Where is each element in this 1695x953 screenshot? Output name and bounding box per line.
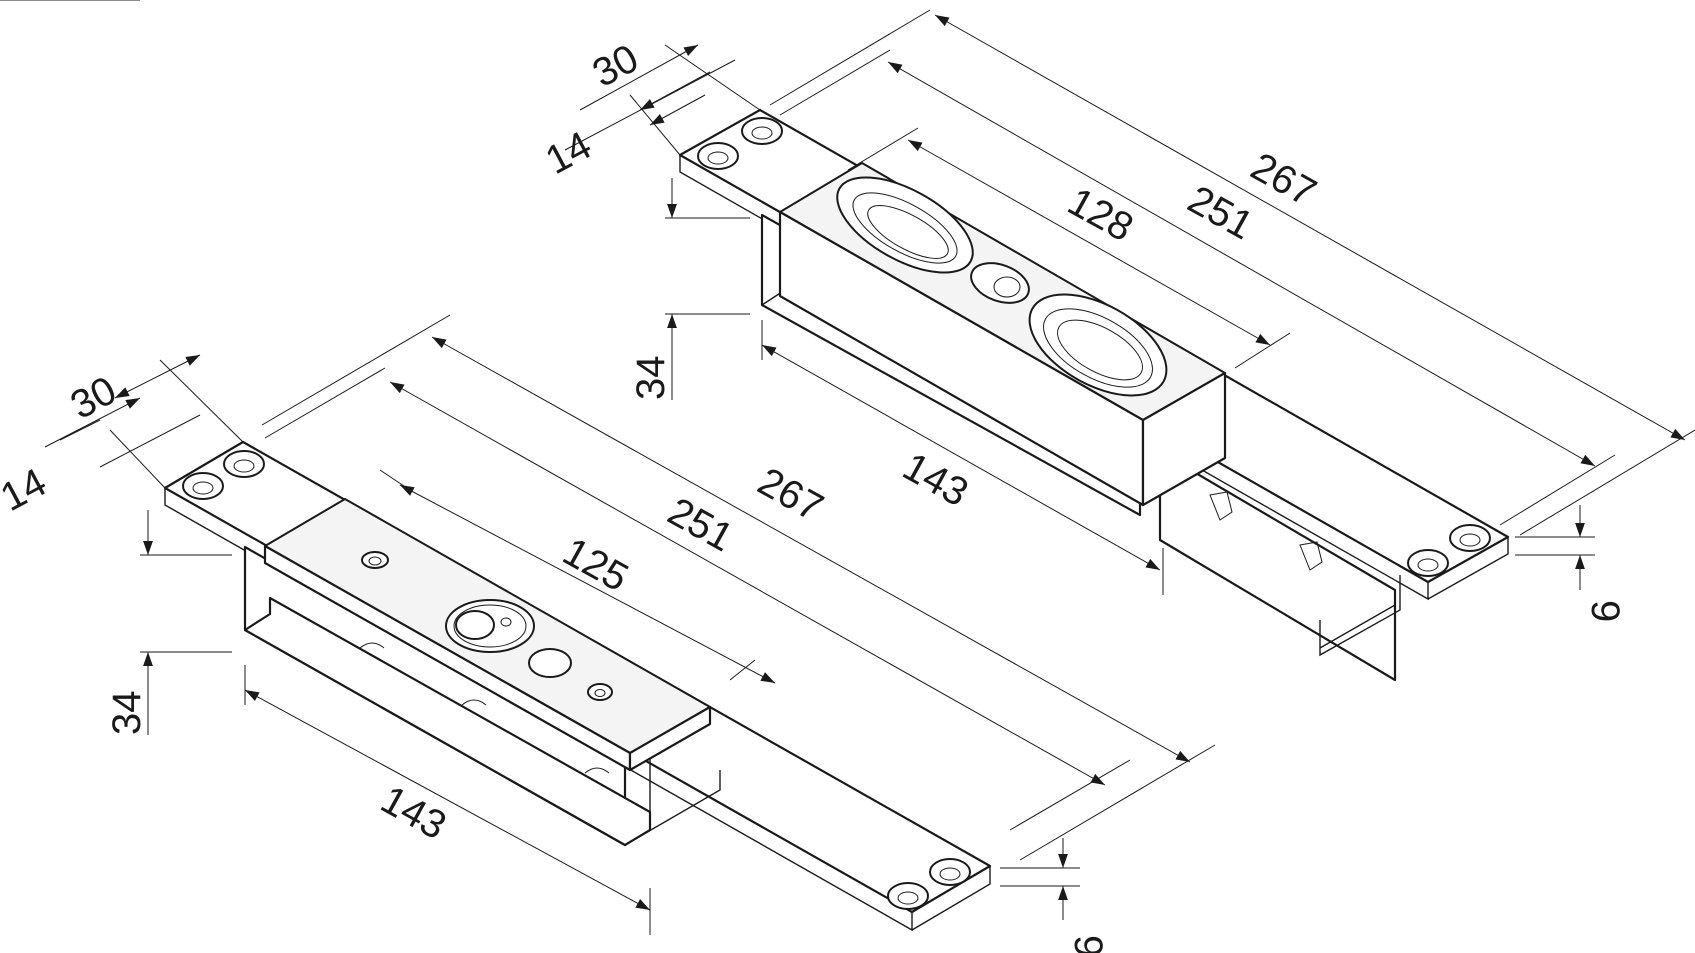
lock-b-mount-hole-right-2 — [1449, 524, 1491, 552]
lock-a-bolt — [445, 599, 535, 653]
lock-a-dim-125: 125 — [556, 529, 636, 600]
lock-b-dim-30: 30 — [586, 36, 646, 96]
lock-a-dim-30: 30 — [64, 368, 124, 428]
lock-a-dim-9: 9 — [1066, 935, 1110, 953]
lock-a-dim-143: 143 — [374, 777, 454, 848]
lock-b-dim-251: 251 — [1181, 177, 1261, 248]
lock-a-mount-hole-right — [887, 882, 929, 910]
lock-a-dim-14: 14 — [0, 460, 54, 520]
lock-b-drawing: 30 14 34 143 128 251 267 9 — [539, 9, 1695, 682]
lock-b-dim-267: 267 — [1244, 144, 1324, 215]
lock-b-dim-143: 143 — [896, 444, 976, 515]
lock-b-dim-14: 14 — [539, 123, 599, 183]
lock-a-sensor — [528, 648, 572, 678]
lock-a-dim-34: 34 — [105, 691, 149, 736]
lock-a-mount-hole-left-2 — [223, 450, 265, 478]
lock-b-dim-34: 34 — [629, 356, 673, 401]
lock-b-dim-9: 9 — [1583, 600, 1627, 622]
lock-a-drawing: 30 14 34 143 125 251 267 9 — [0, 0, 1216, 953]
lock-a-mount-hole-right-2 — [929, 858, 971, 886]
lock-b-mount-hole-right — [1407, 549, 1449, 577]
lock-a-mount-hole-left — [182, 472, 224, 500]
lock-b-dim-128: 128 — [1061, 179, 1141, 250]
lock-b-mount-hole-left — [697, 142, 739, 170]
lock-a-dim-251: 251 — [661, 489, 741, 560]
lock-a-dim-267: 267 — [751, 459, 831, 530]
lock-a-screw-hole — [361, 551, 389, 569]
lock-b-mount-hole-left-2 — [741, 117, 783, 145]
lock-a-screw-hole-2 — [587, 683, 613, 701]
